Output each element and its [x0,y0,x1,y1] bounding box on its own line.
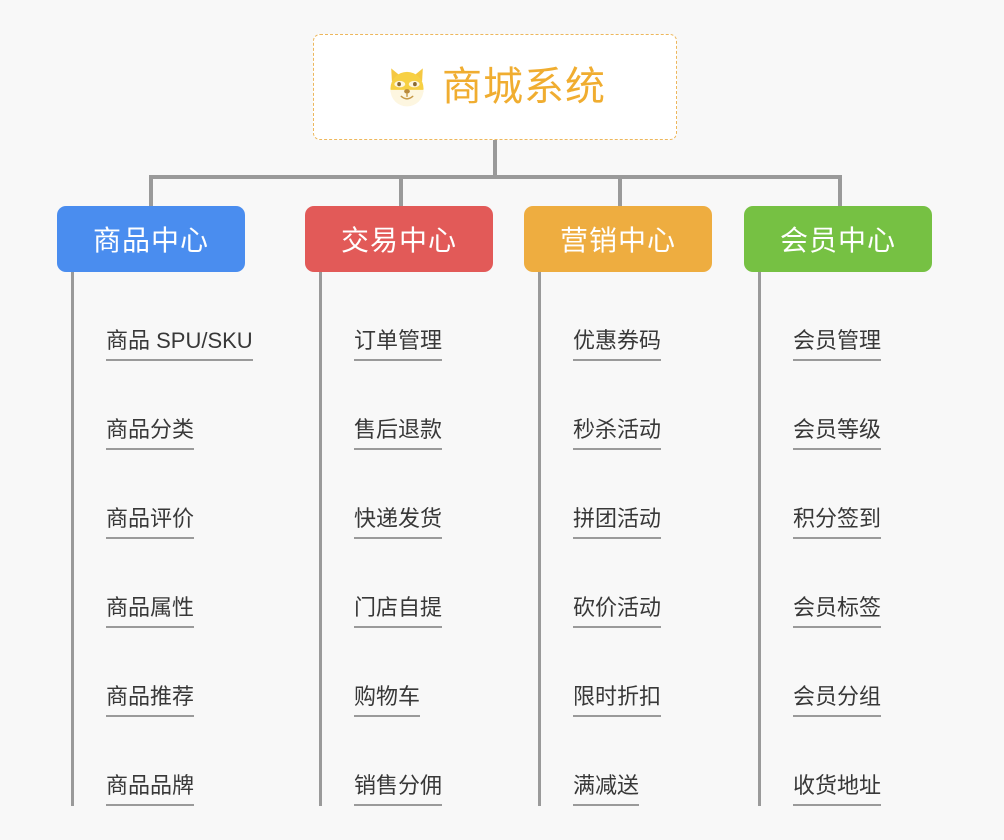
connector-drop-2 [399,175,403,206]
list-item[interactable]: 会员标签 [761,539,932,628]
list-item[interactable]: 会员等级 [761,361,932,450]
list-item[interactable]: 会员管理 [761,272,932,361]
list-item-label: 会员等级 [793,417,882,450]
branch-header-2[interactable]: 交易中心 [305,206,493,272]
list-item[interactable]: 砍价活动 [541,539,712,628]
list-item[interactable]: 拼团活动 [541,450,712,539]
list-item-label: 订单管理 [354,328,443,361]
list-item-label: 秒杀活动 [573,417,662,450]
list-item[interactable]: 购物车 [322,628,493,717]
branch-items-3: 优惠券码 秒杀活动 拼团活动 砍价活动 限时折扣 满减送 [538,272,712,806]
list-item[interactable]: 秒杀活动 [541,361,712,450]
branch-header-4[interactable]: 会员中心 [744,206,932,272]
list-item-label: 销售分佣 [354,773,443,806]
branch-column-1: 商品中心 商品 SPU/SKU 商品分类 商品评价 商品属性 商品推荐 商品品牌 [57,206,253,806]
list-item-label: 会员管理 [793,328,882,361]
list-item[interactable]: 门店自提 [322,539,493,628]
branch-header-3[interactable]: 营销中心 [524,206,712,272]
list-item[interactable]: 快递发货 [322,450,493,539]
branch-header-1[interactable]: 商品中心 [57,206,245,272]
list-item-label: 积分签到 [793,506,882,539]
branch-column-2: 交易中心 订单管理 售后退款 快递发货 门店自提 购物车 销售分佣 [305,206,493,806]
list-item-label: 会员标签 [793,595,882,628]
list-item-label: 商品评价 [106,506,195,539]
list-item[interactable]: 销售分佣 [322,717,493,806]
list-item[interactable]: 限时折扣 [541,628,712,717]
list-item[interactable]: 商品属性 [74,539,245,628]
root-node[interactable]: 商城系统 [313,34,677,140]
connector-drop-3 [618,175,622,206]
list-item-label: 快递发货 [354,506,443,539]
list-item-label: 商品 SPU/SKU [106,328,253,361]
list-item-label: 收货地址 [793,773,882,806]
connector-root-stem [493,140,497,178]
list-item-label: 限时折扣 [573,684,662,717]
connector-horizontal-bus [149,175,842,179]
list-item[interactable]: 会员分组 [761,628,932,717]
list-item[interactable]: 商品品牌 [74,717,245,806]
list-item[interactable]: 收货地址 [761,717,932,806]
list-item[interactable]: 订单管理 [322,272,493,361]
list-item-label: 门店自提 [354,595,443,628]
list-item-label: 满减送 [573,773,640,806]
list-item[interactable]: 满减送 [541,717,712,806]
list-item[interactable]: 商品 SPU/SKU [74,272,253,361]
list-item[interactable]: 售后退款 [322,361,493,450]
list-item[interactable]: 商品推荐 [74,628,245,717]
list-item-label: 优惠券码 [573,328,662,361]
list-item[interactable]: 商品评价 [74,450,245,539]
list-item-label: 砍价活动 [573,595,662,628]
list-item-label: 售后退款 [354,417,443,450]
list-item-label: 商品推荐 [106,684,195,717]
list-item-label: 会员分组 [793,684,882,717]
root-title: 商城系统 [442,65,606,109]
list-item[interactable]: 优惠券码 [541,272,712,361]
shiba-dog-face-icon [390,68,424,107]
list-item-label: 商品品牌 [106,773,195,806]
branch-items-1: 商品 SPU/SKU 商品分类 商品评价 商品属性 商品推荐 商品品牌 [71,272,253,806]
connector-drop-1 [149,175,153,206]
list-item-label: 拼团活动 [573,506,662,539]
list-item-label: 商品分类 [106,417,195,450]
connector-drop-4 [838,175,842,206]
list-item-label: 商品属性 [106,595,195,628]
branch-column-4: 会员中心 会员管理 会员等级 积分签到 会员标签 会员分组 收货地址 [744,206,932,806]
list-item[interactable]: 商品分类 [74,361,245,450]
list-item-label: 购物车 [354,684,421,717]
branch-column-3: 营销中心 优惠券码 秒杀活动 拼团活动 砍价活动 限时折扣 满减送 [524,206,712,806]
branch-items-4: 会员管理 会员等级 积分签到 会员标签 会员分组 收货地址 [758,272,932,806]
list-item[interactable]: 积分签到 [761,450,932,539]
branch-items-2: 订单管理 售后退款 快递发货 门店自提 购物车 销售分佣 [319,272,493,806]
